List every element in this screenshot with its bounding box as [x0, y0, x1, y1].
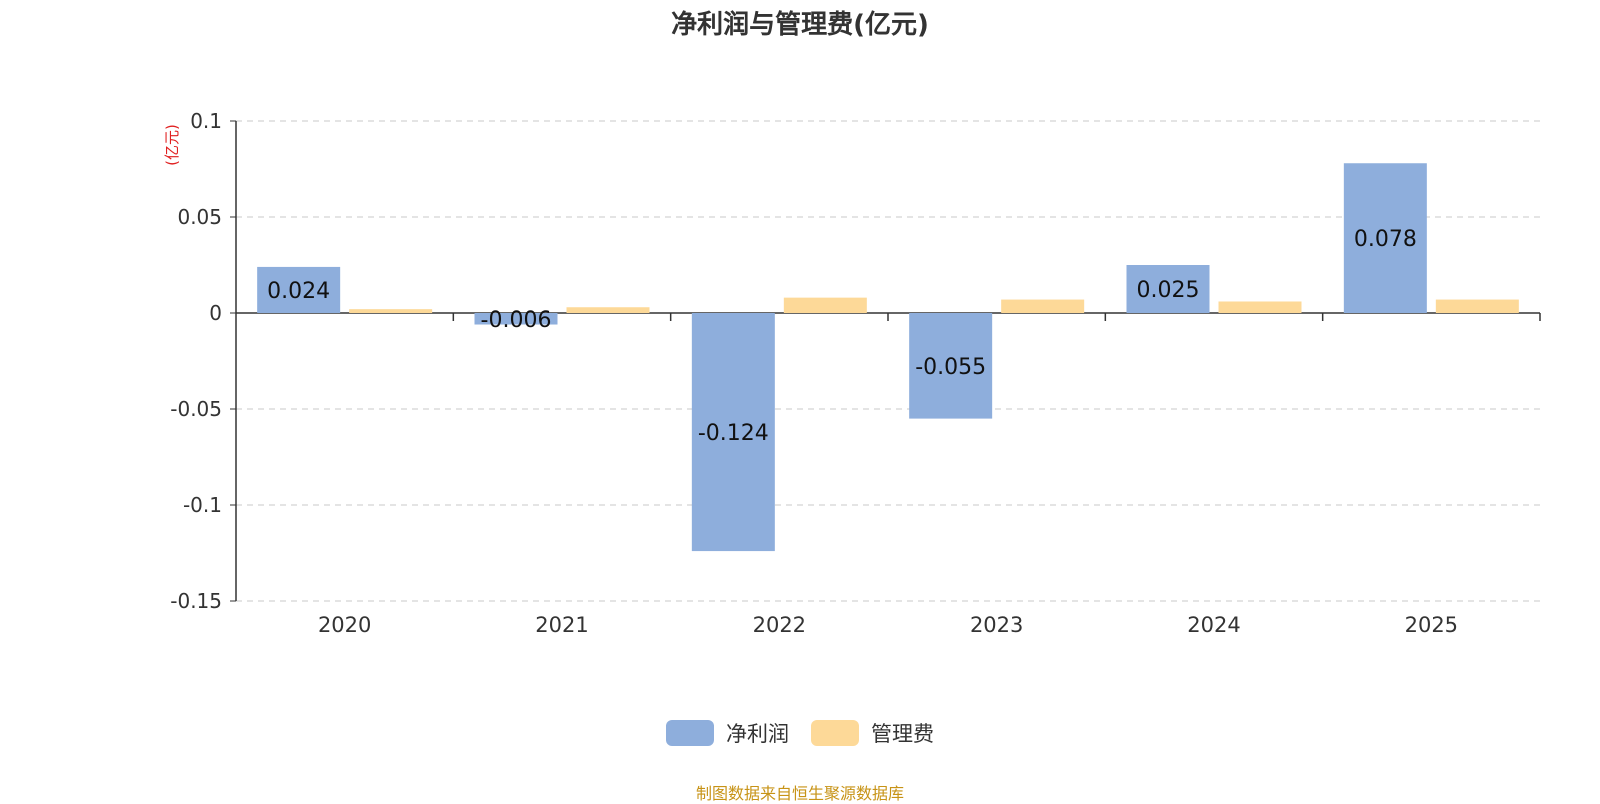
legend-item-net-profit[interactable]: 净利润: [666, 718, 789, 748]
axes: 0.1 0.05 0 -0.05 -0.1 -0.15 2020 2021 2022 2023 20…: [170, 109, 1541, 637]
y-tick-label: 0: [209, 301, 222, 325]
y-axis-unit-label: (亿元): [163, 124, 181, 166]
bar-net-profit-2020: [257, 266, 341, 313]
data-label-net-profit-2025: 0.078: [1354, 227, 1417, 252]
x-tick-label: 2023: [970, 613, 1023, 637]
data-label-net-profit-2024: 0.025: [1137, 278, 1200, 303]
grid-lines: [236, 120, 1540, 602]
bar-net-profit-2025: [1343, 163, 1427, 313]
bar-admin-expense-2020: [349, 309, 433, 313]
y-tick-label: -0.15: [170, 589, 222, 613]
data-label-net-profit-2020: 0.024: [267, 279, 330, 304]
bar-chart: 0.1 0.05 0 -0.05 -0.1 -0.15 2020 2021 2022 2023 20…: [163, 109, 1541, 637]
legend-item-admin-expense[interactable]: 管理费: [811, 718, 934, 748]
bar-admin-expense-2022: [783, 297, 867, 313]
y-tick-label: -0.05: [170, 397, 222, 421]
bar-net-profit-2024: [1126, 265, 1210, 313]
x-tick-label: 2025: [1405, 613, 1458, 637]
legend-label-net-profit: 净利润: [726, 722, 789, 746]
bar-admin-expense-2025: [1435, 299, 1519, 313]
x-tick-label: 2021: [535, 613, 588, 637]
legend: 净利润 管理费: [0, 718, 1600, 748]
x-tick-label: 2020: [318, 613, 371, 637]
y-tick-label: 0.1: [190, 109, 222, 133]
bars: [257, 163, 1519, 552]
bar-admin-expense-2021: [566, 307, 650, 313]
x-tick-label: 2024: [1187, 613, 1240, 637]
bar-net-profit-2022: [691, 313, 775, 552]
chart-title: 净利润与管理费(亿元): [671, 10, 929, 40]
data-label-net-profit-2023: -0.055: [915, 355, 986, 380]
y-tick-label: 0.05: [177, 205, 222, 229]
legend-swatch-net-profit: [666, 720, 714, 746]
bar-net-profit-2023: [909, 313, 993, 419]
source-note: 制图数据来自恒生聚源数据库: [695, 784, 904, 803]
legend-swatch-admin-expense: [811, 720, 859, 746]
x-tick-label: 2022: [753, 613, 806, 637]
bar-admin-expense-2024: [1218, 301, 1302, 313]
y-tick-label: -0.1: [183, 493, 222, 517]
data-label-net-profit-2021: -0.006: [481, 308, 552, 333]
bar-net-profit-2021: [474, 313, 558, 325]
data-label-net-profit-2022: -0.124: [698, 421, 769, 446]
data-labels: 0.024 -0.006 -0.124 -0.055 0.025 0.078: [267, 227, 1417, 446]
legend-label-admin-expense: 管理费: [871, 722, 934, 746]
bar-admin-expense-2023: [1001, 299, 1085, 313]
